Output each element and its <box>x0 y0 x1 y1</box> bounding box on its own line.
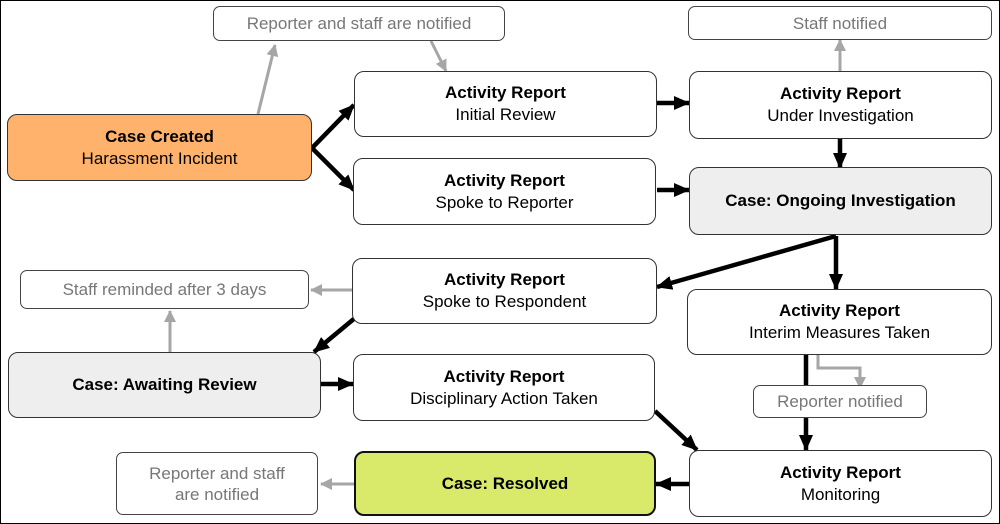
node-title: Activity Report <box>780 462 901 482</box>
node-resolved: Case: Resolved <box>354 451 656 516</box>
note-text: Reporter notified <box>777 392 903 411</box>
node-title: Activity Report <box>443 366 565 386</box>
node-title: Case Created <box>105 126 214 146</box>
node-subtitle: Spoke to Reporter <box>435 192 574 212</box>
arrow-disciplinary-to-monitoring <box>653 409 699 452</box>
note-text: Staff notified <box>792 13 888 33</box>
node-spoke-respondent: Activity Report Spoke to Respondent <box>352 258 657 324</box>
node-ongoing-investigation: Case: Ongoing Investigation <box>689 167 992 235</box>
node-monitoring: Activity Report Monitoring <box>689 450 992 517</box>
note-reporter-notified: Reporter notified <box>753 385 927 418</box>
node-subtitle: Spoke to Respondent <box>422 292 587 311</box>
node-spoke-reporter: Activity Report Spoke to Reporter <box>353 158 656 225</box>
node-disciplinary-action: Activity Report Disciplinary Action Take… <box>353 354 655 421</box>
note-text: Reporter and staff are notified <box>246 14 472 33</box>
node-title: Activity Report <box>780 84 901 103</box>
node-subtitle: Monitoring <box>800 484 881 504</box>
note-staff-notified: Staff notified <box>688 6 992 40</box>
node-title: Activity Report <box>779 301 900 320</box>
node-title: Activity Report <box>445 83 566 102</box>
note-text-line-1: Reporter and staff <box>149 463 285 483</box>
node-subtitle: Initial Review <box>455 105 556 124</box>
arrow-case-created-to-notice <box>256 44 279 115</box>
arrow-case-created-to-initial-review <box>310 103 356 150</box>
arrow-ongoing-to-spoke-respondent <box>656 233 837 290</box>
note-text-line-2: are notified <box>174 484 260 504</box>
node-case-created: Case Created Harassment Incident <box>7 114 312 181</box>
arrow-case-created-to-spoke-reporter <box>310 146 356 192</box>
arrow-spoke-respondent-to-awaiting-review <box>312 316 357 354</box>
node-subtitle: Disciplinary Action Taken <box>410 388 598 408</box>
node-title: Activity Report <box>444 270 565 289</box>
note-reporter-staff-notified-bottom: Reporter and staff are notified <box>116 452 318 515</box>
node-subtitle: Interim Measures Taken <box>748 323 931 342</box>
node-title: Case: Ongoing Investigation <box>725 191 956 210</box>
arrow-notice-to-initial-review <box>429 40 448 72</box>
node-title: Case: Awaiting Review <box>72 375 257 394</box>
note-staff-reminded: Staff reminded after 3 days <box>20 270 309 309</box>
node-initial-review: Activity Report Initial Review <box>354 71 657 137</box>
node-subtitle: Under Investigation <box>767 106 914 125</box>
node-interim-measures: Activity Report Interim Measures Taken <box>687 289 992 355</box>
node-title: Case: Resolved <box>441 473 569 493</box>
node-subtitle: Harassment Incident <box>81 148 238 168</box>
node-awaiting-review: Case: Awaiting Review <box>8 352 321 418</box>
note-reporter-staff-notified-top: Reporter and staff are notified <box>213 6 505 41</box>
note-text: Staff reminded after 3 days <box>62 280 267 299</box>
arrow-interim-to-reporter-notified <box>816 355 866 389</box>
node-under-investigation: Activity Report Under Investigation <box>689 71 992 139</box>
node-title: Activity Report <box>444 170 565 190</box>
